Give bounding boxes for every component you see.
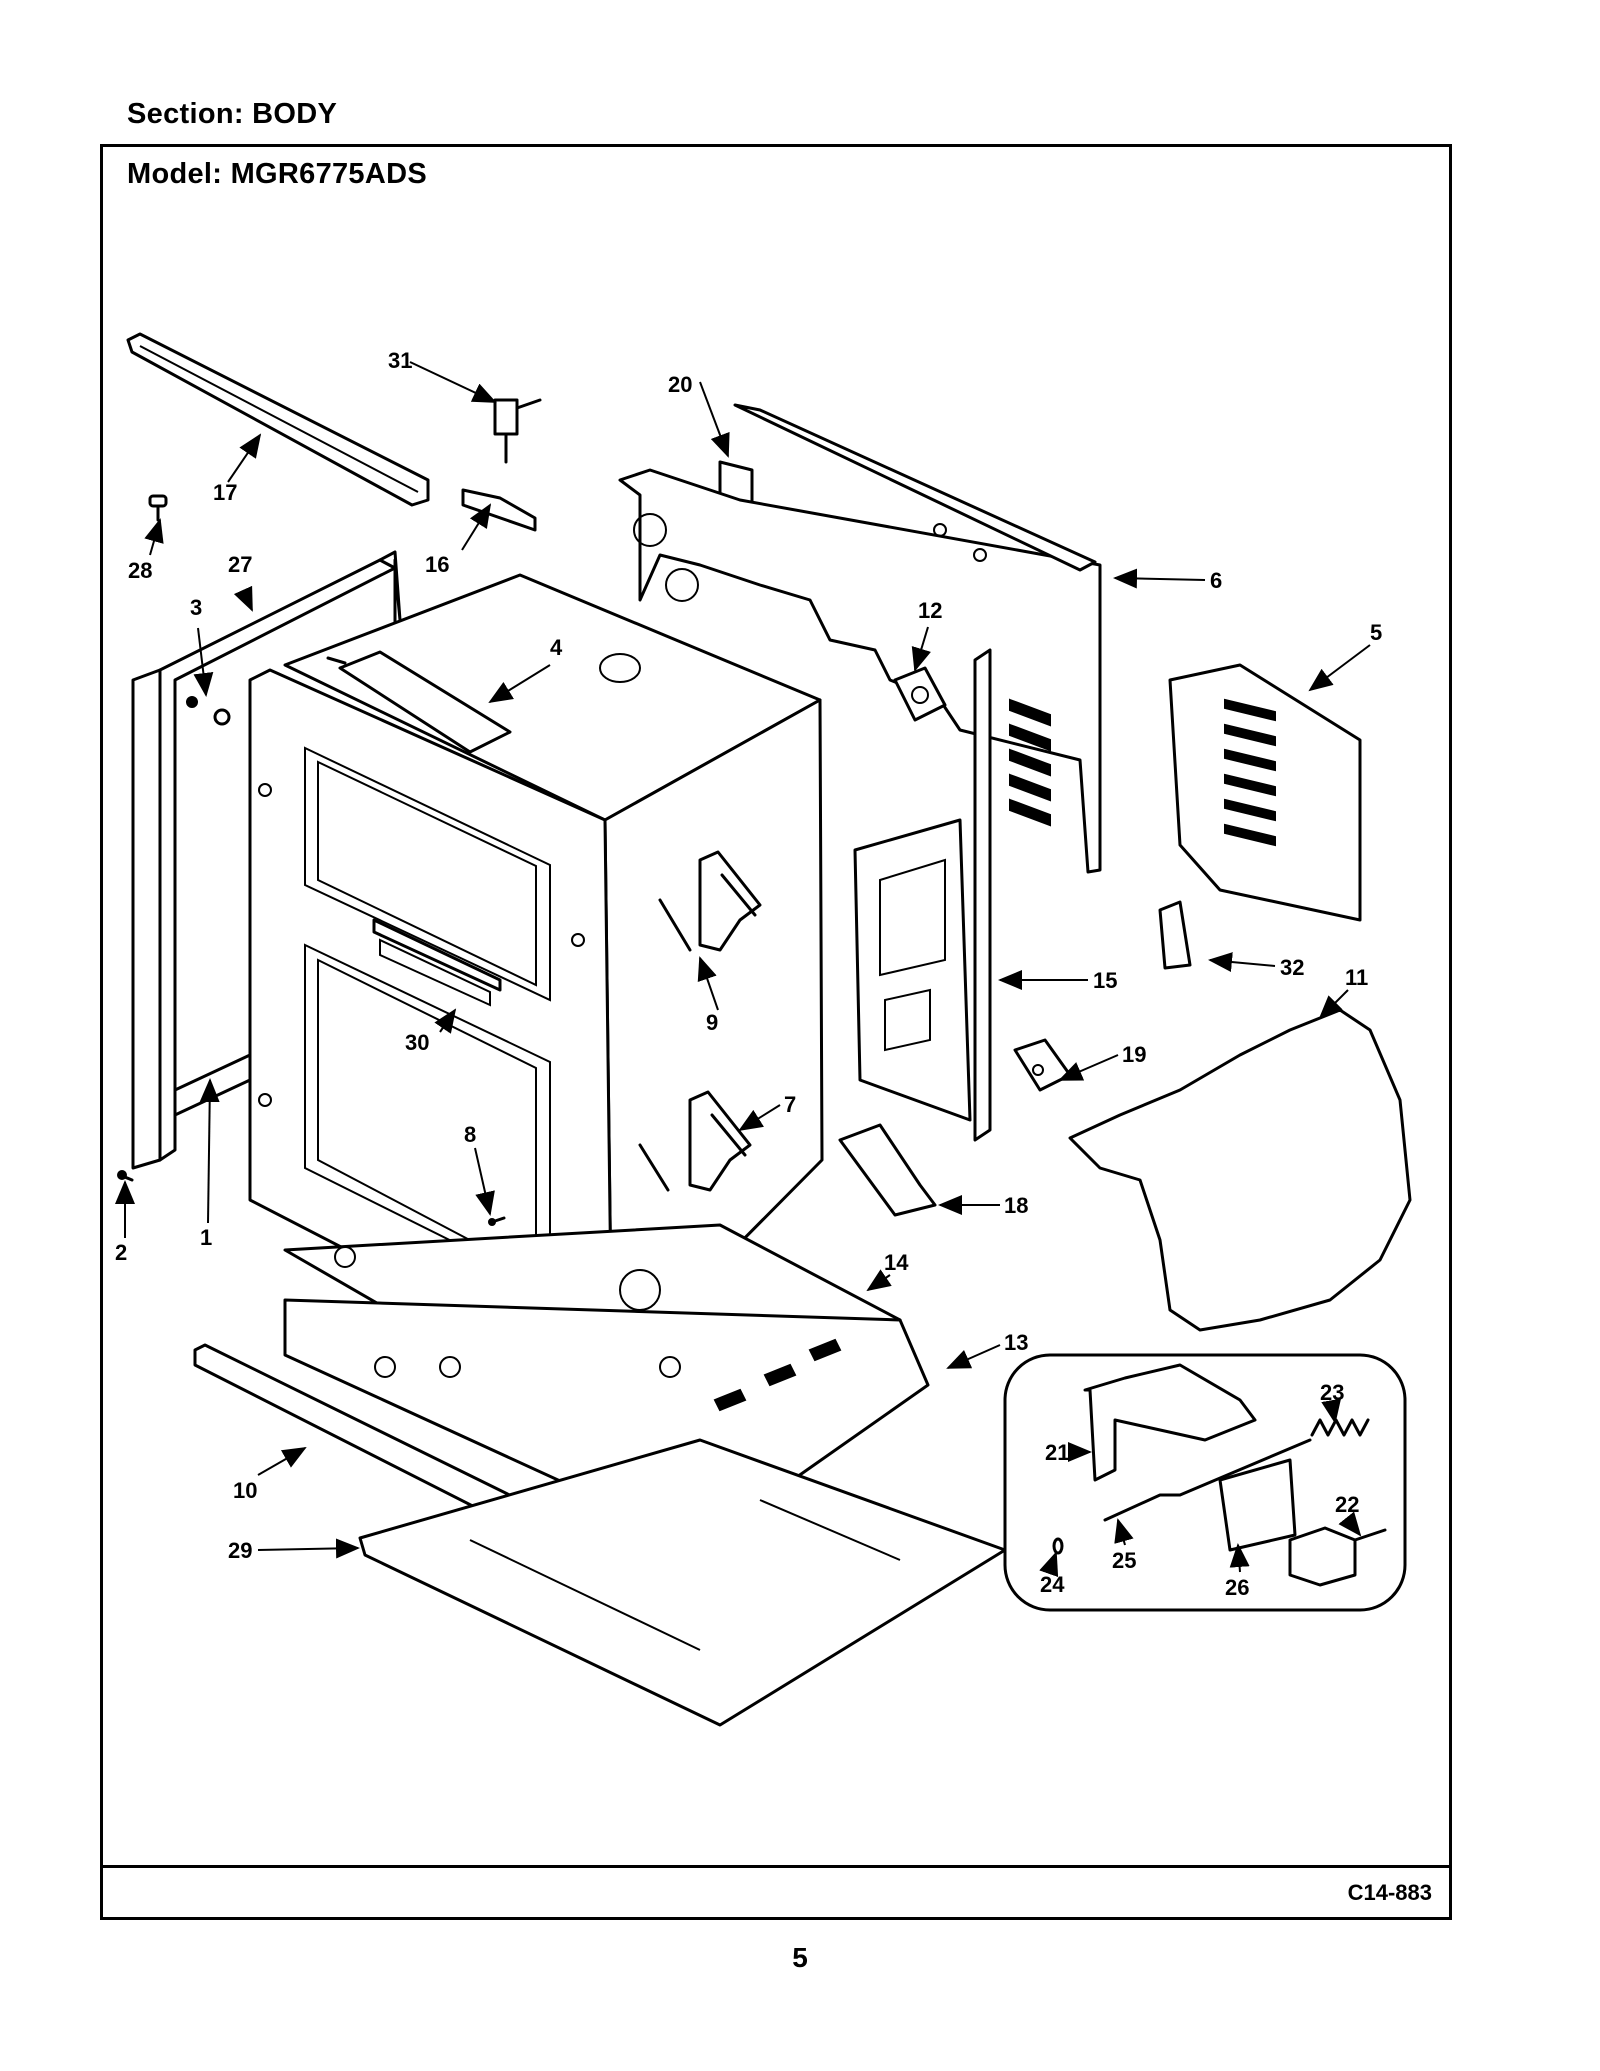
part-25-latch-rod [1103, 1438, 1312, 1522]
part-22-microswitch [1288, 1526, 1387, 1587]
part-17-top-trim [126, 332, 430, 507]
inset-detail [1003, 1353, 1407, 1612]
callout-leaders [115, 361, 1371, 1578]
callout-9: 9 [706, 1010, 718, 1035]
part-1-left-side-frame [131, 550, 402, 1170]
callout-30: 30 [405, 1030, 429, 1055]
callout-29: 29 [228, 1538, 252, 1563]
callout-14: 14 [884, 1250, 909, 1275]
callout-13: 13 [1004, 1330, 1028, 1355]
page-number: 5 [792, 1942, 808, 1973]
callout-2: 2 [115, 1240, 127, 1265]
part-28-plug [148, 494, 168, 522]
part-6-rear-panel [618, 403, 1102, 874]
part-16-terminal-block [461, 488, 537, 532]
part-26-plate [1218, 1458, 1297, 1552]
callout-23: 23 [1320, 1380, 1344, 1405]
footer-divider [100, 1865, 1452, 1868]
vent-slots [1009, 698, 1051, 827]
callout-11: 11 [1345, 965, 1368, 990]
part-8-screw [488, 1216, 506, 1226]
callout-21: 21 [1045, 1440, 1069, 1465]
part-12-mounting-plate [893, 666, 947, 722]
callout-10: 10 [233, 1478, 257, 1503]
callout-15: 15 [1093, 968, 1117, 993]
callout-7: 7 [784, 1092, 796, 1117]
callout-17: 17 [213, 480, 237, 505]
part-32-bracket [1158, 900, 1192, 970]
callout-16: 16 [425, 552, 449, 577]
callout-24: 24 [1040, 1572, 1065, 1597]
part-3-screw [186, 696, 231, 726]
callout-26: 26 [1225, 1575, 1249, 1600]
callout-32: 32 [1280, 955, 1304, 980]
oven-cavity-body [248, 573, 824, 1380]
section-title: Section: BODY [127, 98, 338, 130]
part-15-side-panel [853, 648, 1051, 1142]
part-18-bracket [838, 1123, 937, 1217]
callout-12: 12 [918, 598, 942, 623]
callout-8: 8 [464, 1122, 476, 1147]
part-19-bracket [1013, 1038, 1072, 1092]
callout-labels: 31 20 17 28 27 3 16 4 6 12 5 32 11 15 19… [115, 348, 1382, 1600]
part-30-rack-rail [372, 918, 502, 992]
callout-1: 1 [200, 1225, 212, 1250]
callout-28: 28 [128, 558, 152, 583]
callout-22: 22 [1335, 1492, 1359, 1517]
model-title: Model: MGR6775ADS [127, 158, 427, 190]
part-2-screw [117, 1170, 134, 1182]
part-11-insulation [1068, 1008, 1412, 1332]
callout-4: 4 [550, 635, 563, 660]
part-7-hinge-lower [638, 1090, 752, 1192]
callout-3: 3 [190, 595, 202, 620]
callout-18: 18 [1004, 1193, 1028, 1218]
callout-5: 5 [1370, 620, 1382, 645]
part-4-top-bracket [326, 650, 512, 754]
callout-20: 20 [668, 372, 692, 397]
drawing-code: C14-883 [1347, 1880, 1432, 1905]
callout-6: 6 [1210, 568, 1222, 593]
part-24-pin [1052, 1537, 1064, 1555]
part-5-vent-panel [1168, 663, 1362, 922]
part-29-bottom-panel [358, 1438, 1007, 1727]
vent-slots-5 [1224, 698, 1276, 847]
callout-19: 19 [1122, 1042, 1146, 1067]
callout-25: 25 [1112, 1548, 1136, 1573]
callout-27: 27 [228, 552, 252, 577]
diagram-frame [100, 144, 1452, 1920]
part-21-latch-bracket [1083, 1363, 1257, 1482]
part-31-connector [493, 398, 542, 464]
callout-31: 31 [388, 348, 412, 373]
burner-slots [713, 1338, 842, 1412]
part-9-hinge-upper [658, 850, 762, 952]
